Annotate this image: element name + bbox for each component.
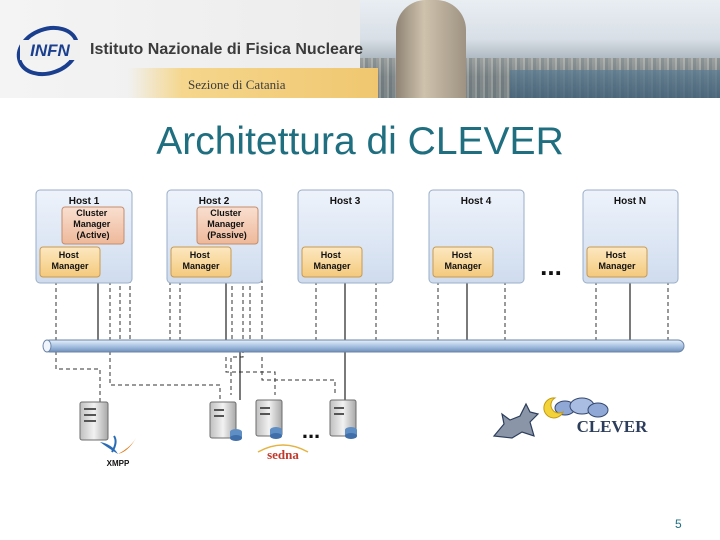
xmpp-server-icon: [79, 401, 109, 441]
slide-number: 5: [675, 517, 682, 531]
xmpp-logo: XMPP: [100, 435, 136, 468]
cm-line: Cluster: [210, 208, 242, 218]
host-label: Host 4: [461, 196, 492, 207]
hm-line: Host: [321, 250, 341, 260]
slide-title: Architettura di CLEVER: [156, 120, 564, 163]
institute-name: Istituto Nazionale di Fisica Nucleare: [90, 41, 363, 58]
clever-logo: CLEVER: [492, 397, 649, 439]
host-manager-label: Host Manager: [182, 250, 220, 271]
host-label: Host 2: [199, 196, 230, 207]
hm-line: Manager: [598, 261, 636, 271]
server-ellipsis: ...: [302, 418, 320, 443]
infn-logo-text: INFN: [30, 41, 70, 60]
hm-line: Manager: [182, 261, 220, 271]
sedna-label: sedna: [267, 447, 299, 462]
header-banner: INFN Istituto Nazionale di Fisica Nuclea…: [0, 0, 720, 98]
host-1: Host 1 Cluster Manager (Active) Host Man…: [35, 189, 133, 284]
host-label: Host N: [614, 196, 646, 207]
sedna-logo: sedna: [257, 444, 309, 462]
cm-line: (Passive): [207, 230, 247, 240]
clever-label: CLEVER: [577, 417, 649, 436]
storage-server-icon: [255, 399, 283, 439]
cm-line: (Active): [76, 230, 109, 240]
solid-connections: [97, 274, 631, 400]
hm-line: Host: [59, 250, 79, 260]
storage-server-icon: [329, 399, 357, 439]
host-4: Host 4 Host Manager: [428, 189, 525, 284]
host-n: Host N Host Manager: [582, 189, 679, 284]
cluster-manager-label: Cluster Manager (Active): [73, 208, 113, 240]
section-name: Sezione di Catania: [188, 77, 286, 92]
host-3: Host 3 Host Manager: [297, 189, 394, 284]
cm-line: Manager: [207, 219, 245, 229]
hm-line: Host: [606, 250, 626, 260]
hm-line: Manager: [51, 261, 89, 271]
hm-line: Host: [190, 250, 210, 260]
cm-line: Manager: [73, 219, 111, 229]
host-manager-label: Host Manager: [444, 250, 482, 271]
sea: [510, 70, 720, 98]
hm-line: Manager: [444, 261, 482, 271]
cluster-manager-label: Cluster Manager (Passive): [207, 208, 247, 240]
host-label: Host 3: [330, 196, 361, 207]
hm-line: Host: [452, 250, 472, 260]
section-bar: [128, 68, 378, 98]
host-2: Host 2 Cluster Manager (Passive) Host Ma…: [166, 189, 263, 284]
storage-server-icon: [209, 401, 242, 441]
host-manager-label: Host Manager: [313, 250, 351, 271]
xmpp-label: XMPP: [107, 459, 130, 468]
hm-line: Manager: [313, 261, 351, 271]
host-ellipsis: ...: [540, 251, 562, 281]
network-bus: [42, 339, 685, 353]
host-label: Host 1: [69, 196, 100, 207]
catania-photo: [360, 0, 720, 98]
cm-line: Cluster: [76, 208, 108, 218]
elephant-statue: [396, 0, 466, 98]
infn-logo: INFN: [16, 25, 80, 77]
host-manager-label: Host Manager: [598, 250, 636, 271]
host-manager-label: Host Manager: [51, 250, 89, 271]
